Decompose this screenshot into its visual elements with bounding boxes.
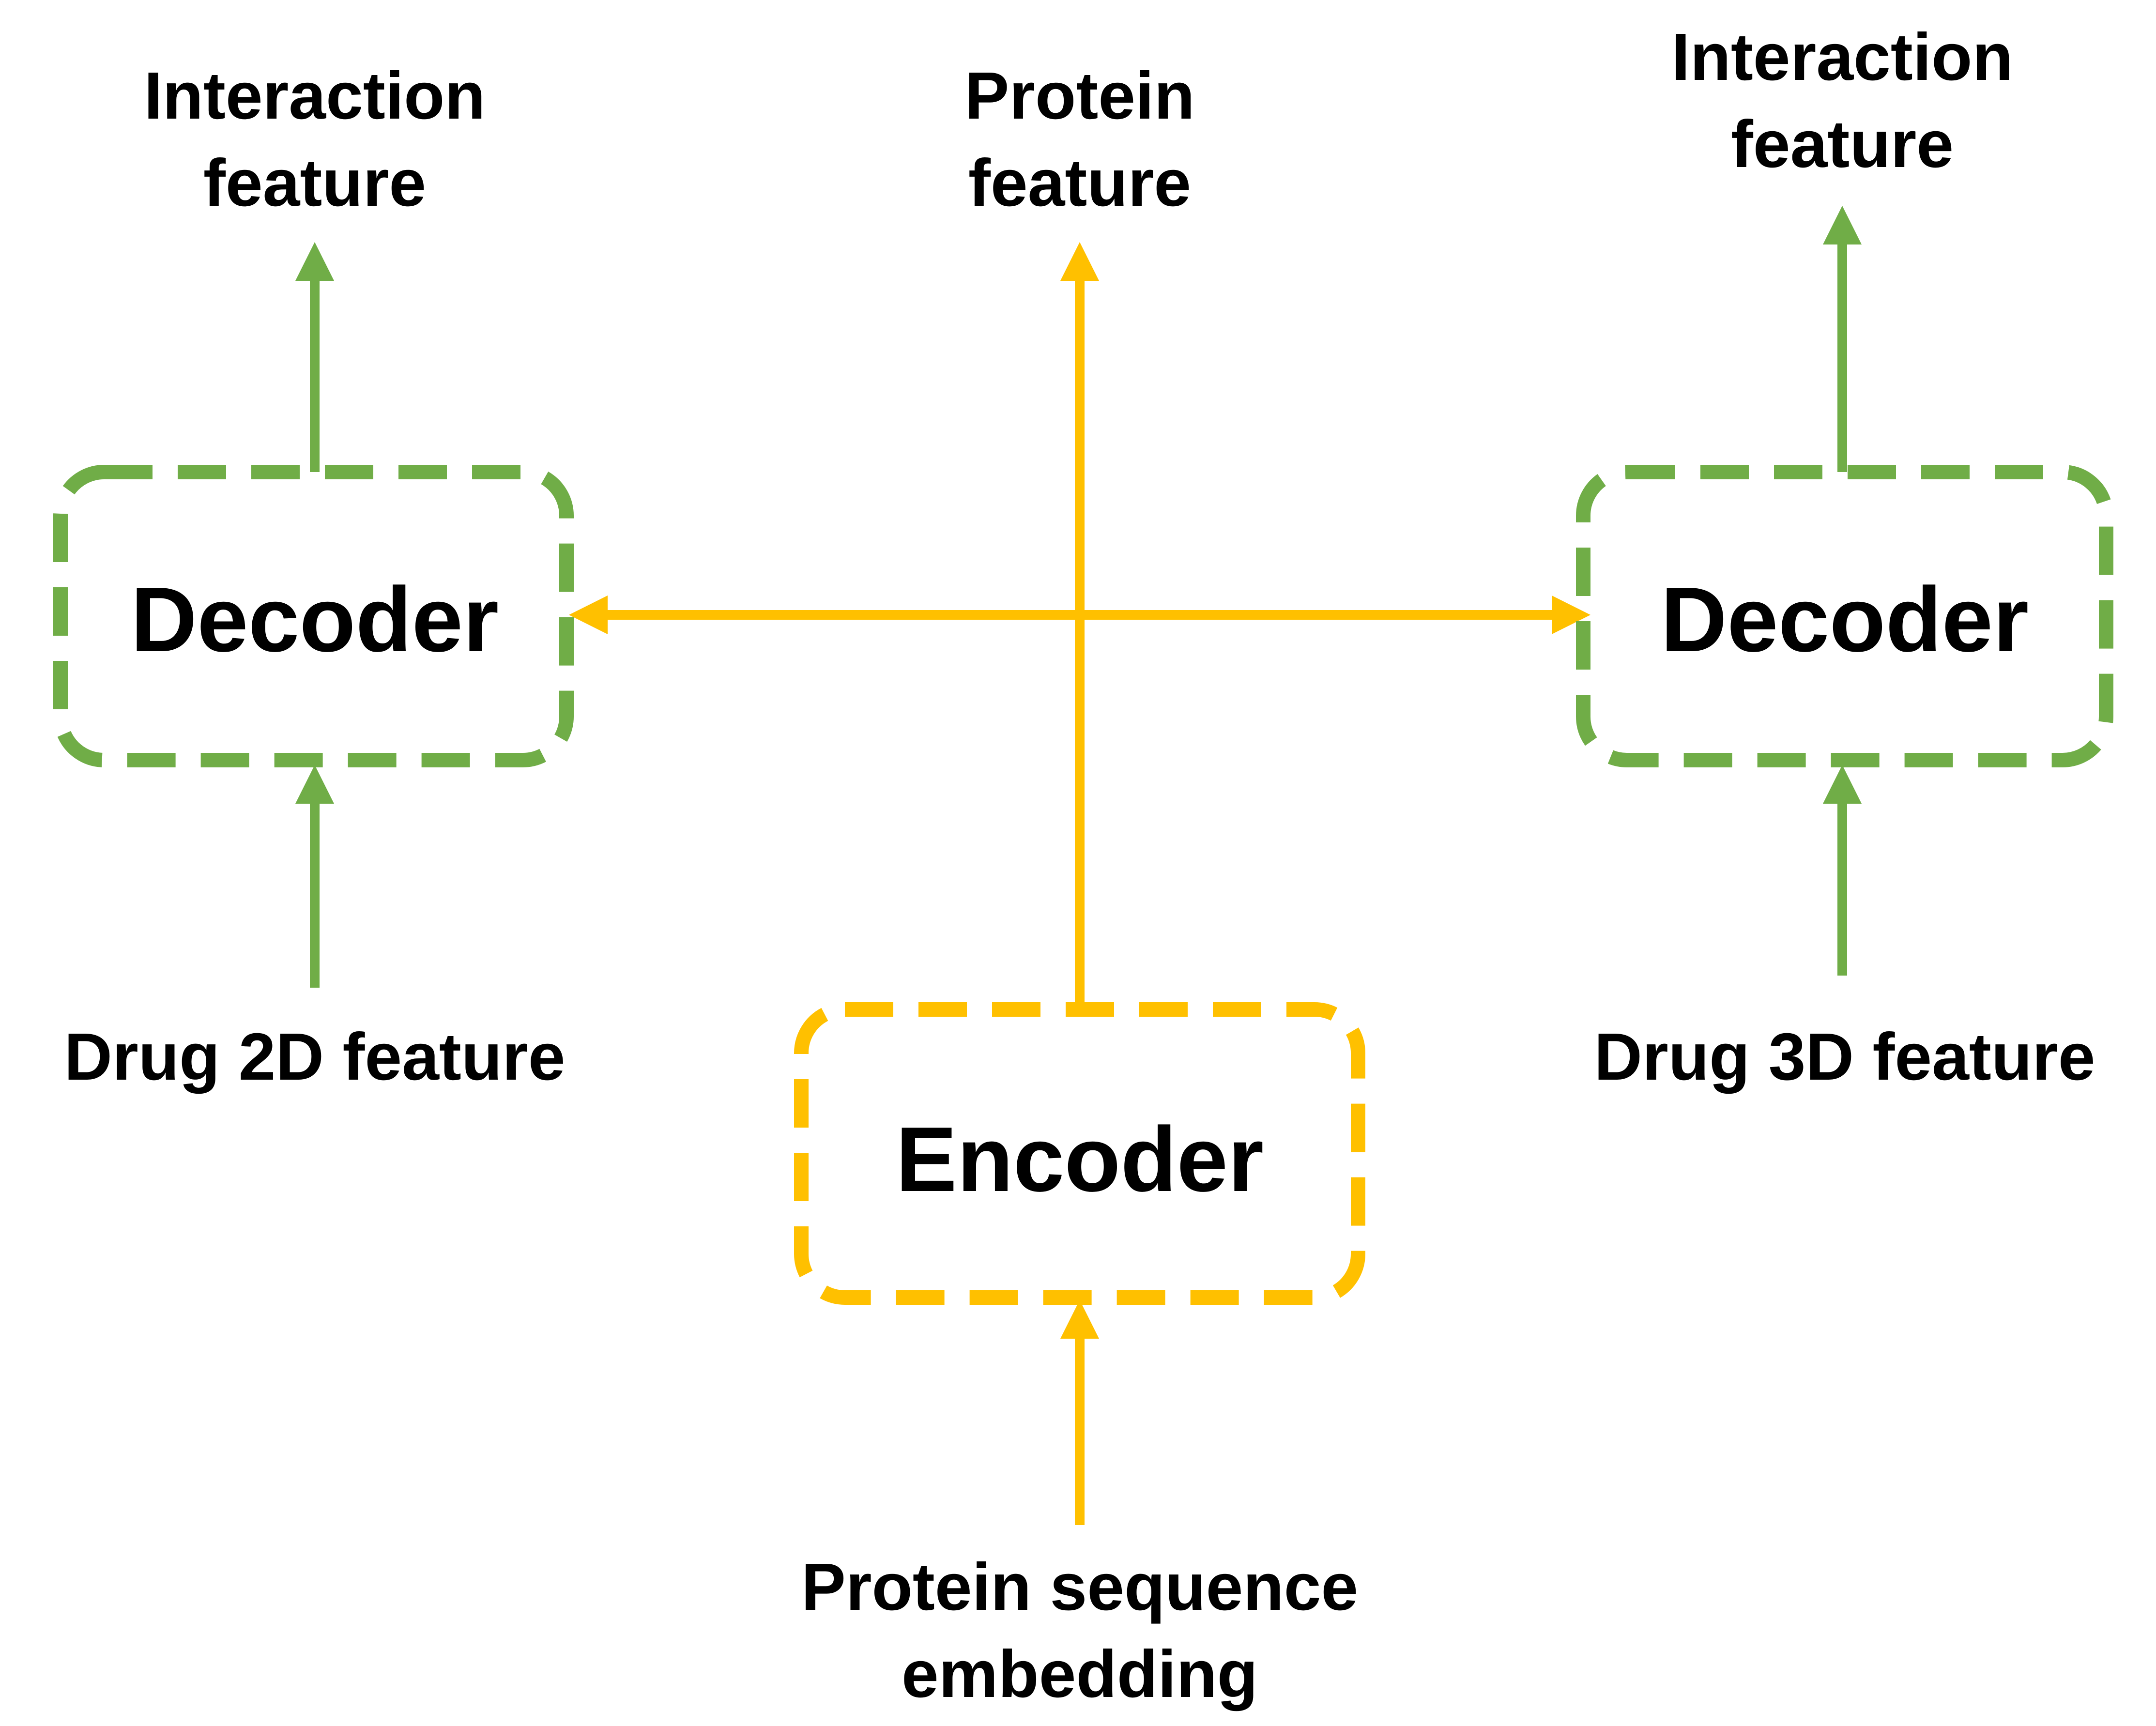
right-output-label-line2: feature: [1731, 107, 1954, 182]
protein-sequence-label-line2: embedding: [902, 1637, 1258, 1711]
drug-3d-feature-label: Drug 3D feature: [1594, 1020, 2095, 1094]
drug-2d-feature-label: Drug 2D feature: [64, 1020, 565, 1094]
encoder-box: [794, 1002, 1365, 1305]
right-decoder-box: [1576, 465, 2113, 767]
left-decoder-label: Decoder: [131, 568, 499, 671]
protein-sequence-label-line1: Protein sequence: [801, 1550, 1358, 1624]
left-output-label-line1: Interaction: [144, 59, 485, 133]
right-output-label-line1: Interaction: [1671, 20, 2013, 94]
right-decoder-label: Decoder: [1661, 568, 2029, 671]
left-output-label-line2: feature: [203, 146, 426, 220]
left-decoder-box: [53, 465, 574, 767]
protein-feature-label-line1: Protein: [964, 59, 1194, 133]
encoder-label: Encoder: [896, 1108, 1264, 1211]
protein-feature-label-line2: feature: [968, 146, 1191, 220]
